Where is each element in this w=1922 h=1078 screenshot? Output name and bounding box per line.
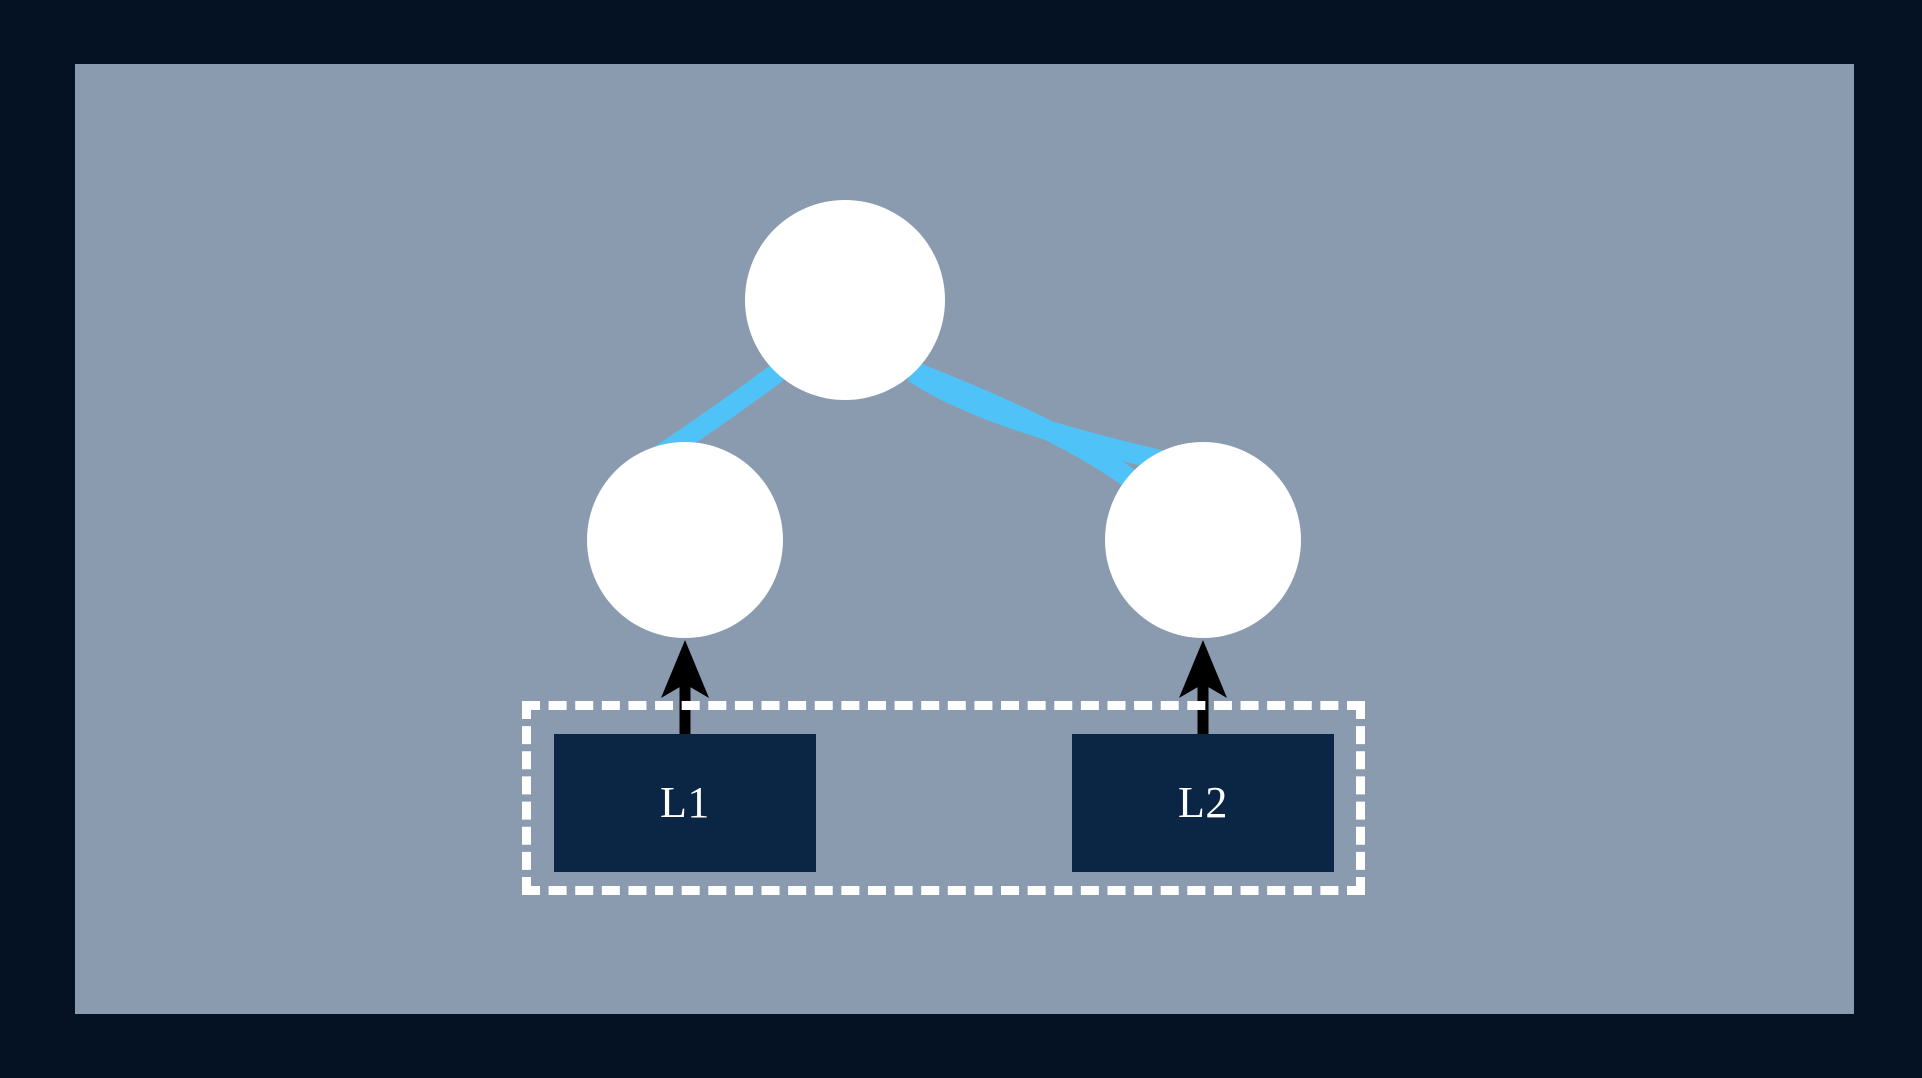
diagram-canvas-panel bbox=[75, 64, 1854, 1014]
leaf-block-l2-label: L2 bbox=[1178, 778, 1228, 827]
leaf-block-l2[interactable]: L2 bbox=[1072, 734, 1334, 872]
leaf-group-frame[interactable] bbox=[522, 701, 1365, 895]
node-right-child[interactable] bbox=[1105, 442, 1301, 638]
leaf-block-l1-label: L1 bbox=[660, 778, 710, 827]
node-left-child[interactable] bbox=[587, 442, 783, 638]
node-root[interactable] bbox=[745, 200, 945, 400]
leaf-block-l1[interactable]: L1 bbox=[554, 734, 816, 872]
